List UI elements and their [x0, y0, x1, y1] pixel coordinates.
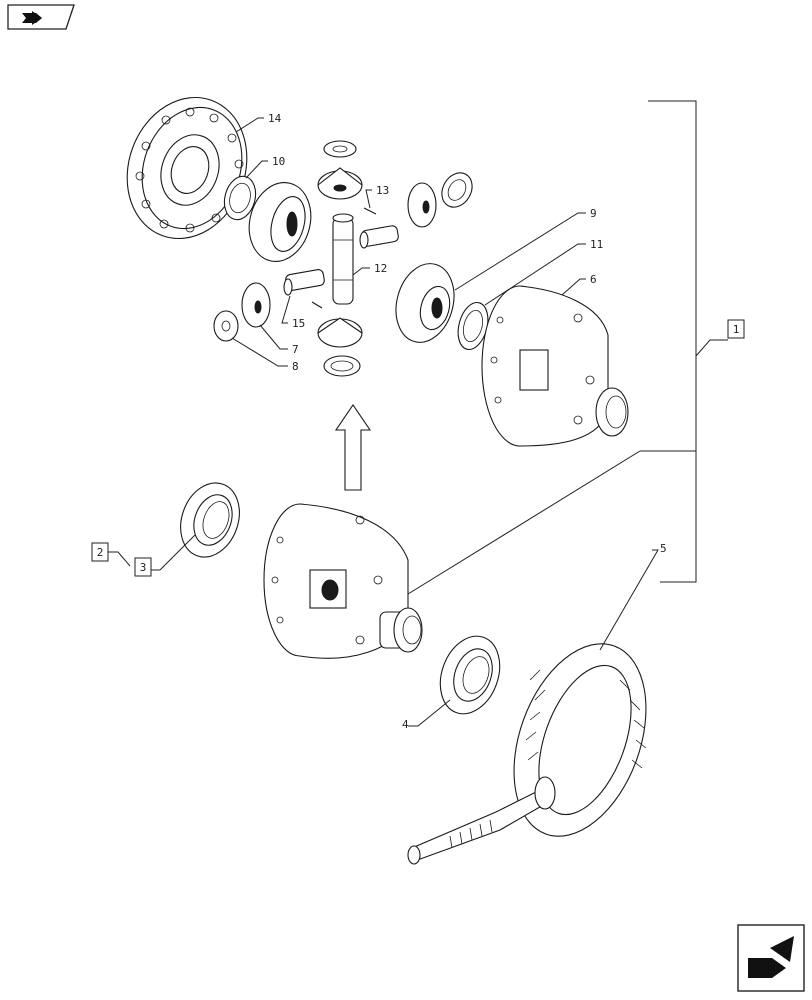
spider-washer-top	[323, 140, 357, 158]
differential-assembly	[263, 503, 423, 659]
pin-lower	[311, 301, 323, 309]
callout-7[interactable]: 7	[259, 324, 299, 356]
svg-text:5: 5	[660, 542, 667, 555]
bearing-left	[180, 482, 240, 558]
side-gear-right	[395, 263, 455, 343]
assembly-bracket	[407, 100, 728, 595]
needle-bearing-top	[441, 172, 473, 208]
svg-text:6: 6	[590, 273, 597, 286]
svg-text:11: 11	[590, 238, 603, 251]
stub-shaft-left	[283, 269, 325, 296]
svg-text:7: 7	[292, 343, 299, 356]
differential-case-half	[481, 285, 629, 447]
pinion-gear-right	[407, 182, 437, 228]
callout-12[interactable]: 12	[352, 262, 387, 276]
flange-housing	[126, 96, 248, 240]
callout-2[interactable]: 2	[91, 542, 131, 567]
cross-shaft	[332, 213, 354, 305]
pinion-gear-top	[317, 167, 363, 200]
callout-3[interactable]: 3	[134, 534, 196, 577]
side-gear-left	[248, 182, 312, 262]
needle-bearing-bottom	[323, 355, 361, 377]
pinion-gear-left	[241, 282, 271, 328]
ring-gear-and-pinion	[407, 643, 647, 865]
callout-10[interactable]: 10	[245, 155, 285, 179]
callout-9[interactable]: 9	[454, 207, 597, 291]
book-nav-icon[interactable]	[7, 4, 75, 30]
svg-text:3: 3	[140, 561, 147, 574]
callout-13[interactable]: 13	[365, 184, 389, 209]
svg-text:9: 9	[590, 207, 597, 220]
callout-4[interactable]: 4	[402, 699, 451, 731]
callout-1[interactable]: 1	[727, 319, 745, 339]
svg-text:8: 8	[292, 360, 299, 373]
callout-6[interactable]: 6	[561, 273, 597, 296]
callout-11[interactable]: 11	[484, 238, 603, 306]
svg-text:10: 10	[272, 155, 285, 168]
callout-15[interactable]: 15	[281, 295, 305, 330]
svg-text:13: 13	[376, 184, 389, 197]
callout-5[interactable]: 5	[599, 542, 667, 651]
thrust-washer-right	[457, 301, 489, 351]
pin-13	[363, 207, 377, 215]
svg-text:14: 14	[268, 112, 282, 125]
callout-14[interactable]: 14	[235, 112, 282, 133]
svg-text:4: 4	[402, 718, 409, 731]
svg-text:2: 2	[97, 546, 104, 559]
thrust-washer-left	[223, 175, 257, 221]
bearing-right	[439, 635, 501, 715]
next-page-arrow-icon[interactable]	[737, 924, 805, 992]
svg-text:12: 12	[374, 262, 387, 275]
assembly-arrow	[334, 404, 372, 491]
svg-text:1: 1	[733, 323, 740, 336]
callout-8[interactable]: 8	[231, 337, 299, 373]
pinion-gear-bottom	[317, 317, 363, 348]
stub-shaft-right	[359, 225, 399, 249]
spider-washer-left	[213, 310, 239, 342]
svg-text:15: 15	[292, 317, 305, 330]
